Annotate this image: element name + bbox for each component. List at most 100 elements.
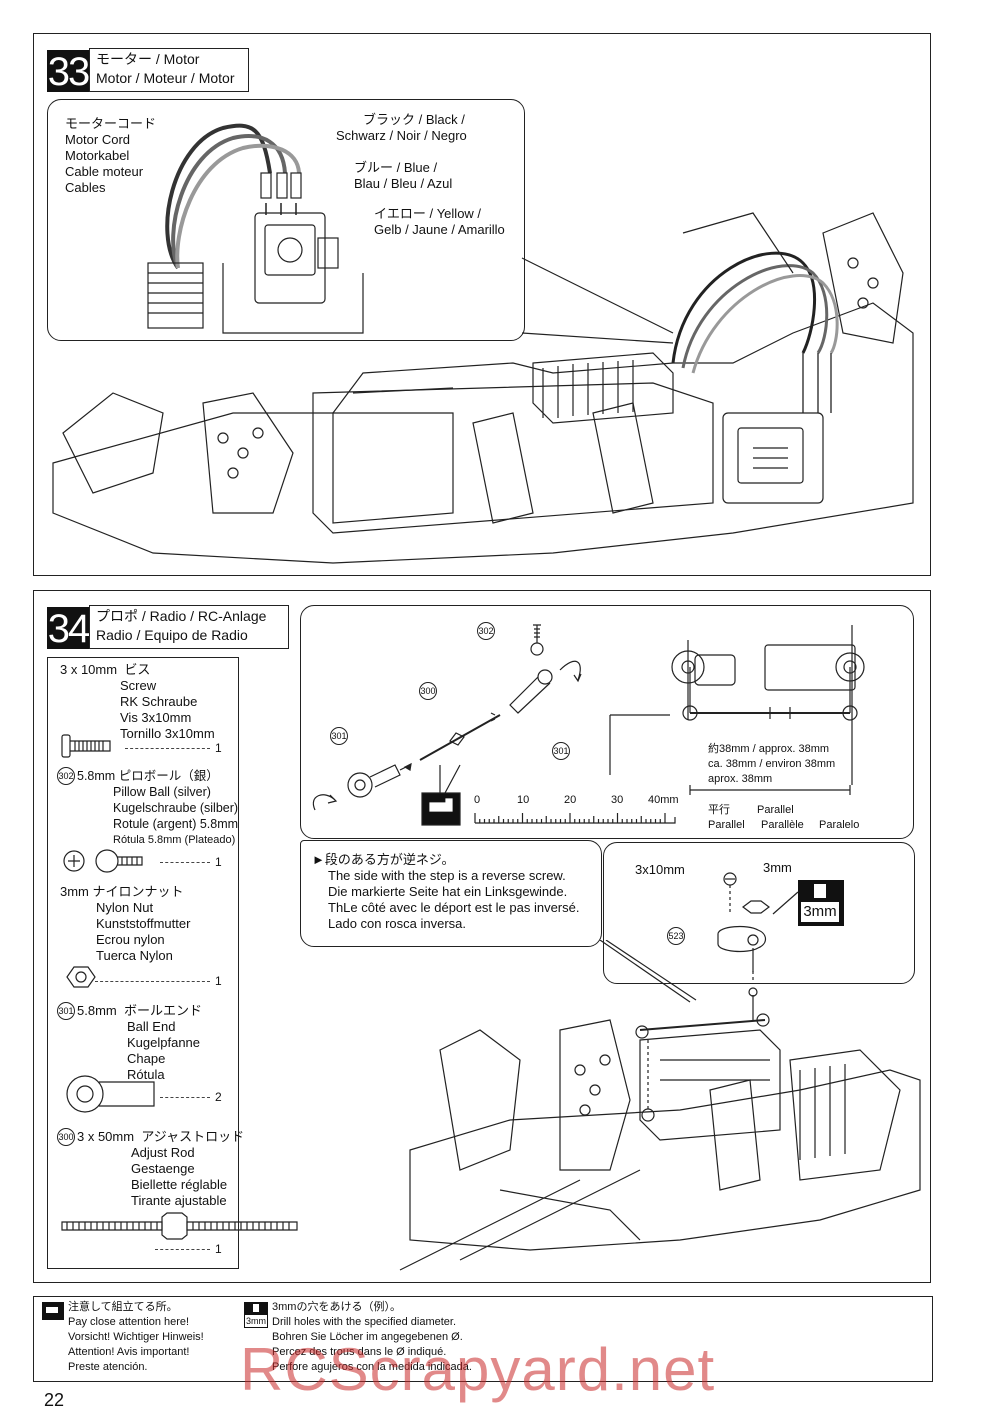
part-nut-leader: [95, 981, 210, 982]
part-nut-size: 3mm ナイロンナット: [60, 884, 184, 900]
part-ballend-name-es: Rótula: [127, 1067, 165, 1082]
part-pillow-size-text: 5.8mm: [77, 769, 116, 783]
attention-note-jp: 注意して組立てる所。: [68, 1301, 178, 1313]
part-rod-name-fr: Biellette réglable: [131, 1177, 228, 1192]
scale-label-10: 10: [517, 794, 530, 806]
step33-title-ml: Motor / Moteur / Motor: [96, 70, 235, 86]
part-screw-size: 3 x 10mm ビス: [60, 662, 150, 678]
drill-note-jp: 3mmの穴をあける（例）。: [272, 1301, 401, 1313]
part-pillow-name-en: Pillow Ball (silver): [113, 785, 211, 799]
drill-bit-icon: [814, 884, 826, 898]
step34-frame: [33, 590, 931, 1283]
scale-label-20: 20: [564, 794, 577, 806]
part-pillow-id: 302: [57, 767, 75, 785]
rod-assembly-drawing: [312, 624, 865, 826]
scale-label-0: 0: [474, 794, 481, 806]
rod-assembly-callout: [300, 605, 914, 839]
reverse-note-en: The side with the step is a reverse scre…: [328, 868, 566, 883]
parallel-jp: 平行: [708, 804, 730, 816]
drill-note-size: 3mm: [245, 1315, 267, 1327]
part-rod-id: 300: [57, 1128, 75, 1146]
part-ballend-qty: 2: [215, 1090, 222, 1104]
parallel-es: Paralelo: [819, 819, 860, 831]
drill-note-fr: Percez des trous dans le Ø indiqué.: [272, 1346, 447, 1358]
part-pillow-size: 5.8mm ピロボール（銀）: [77, 768, 219, 784]
part-ballend-size: 5.8mm ボールエンド: [77, 1003, 202, 1019]
servo-screw-label: 3x10mm: [635, 862, 685, 877]
part-nut-name-en: Nylon Nut: [96, 900, 154, 915]
drill-note-es: Perfore agujeros con la medida indicada.: [272, 1361, 472, 1373]
part-rod-leader: [155, 1249, 210, 1250]
parts-drawings: [61, 734, 298, 1240]
callout-id-300: 300: [419, 682, 437, 700]
motor-cord-jp: モーターコード: [65, 116, 157, 131]
length-label-1: 約38mm / approx. 38mm: [708, 743, 830, 755]
motor-cord-en: Motor Cord: [65, 132, 131, 147]
step33-title: モーター / Motor Motor / Moteur / Motor: [89, 48, 249, 92]
step34-title-ml: Radio / Equipo de Radio: [96, 627, 248, 643]
callout-id-301-right: 301: [552, 742, 570, 760]
step34-pointer-lines: [599, 940, 697, 1003]
drill-hole-icon: 3mm: [798, 880, 844, 926]
parallel-fr: Parallèle: [761, 819, 804, 831]
part-screw-name-fr: Vis 3x10mm: [120, 710, 192, 725]
parallel-en: Parallel: [757, 804, 794, 816]
notes-panel: [33, 1296, 933, 1382]
drill-note-bit-icon: [253, 1304, 259, 1312]
servo-nut-label: 3mm: [763, 860, 792, 875]
step33-wiring-callout: [47, 99, 525, 341]
part-ballend-id: 301: [57, 1002, 75, 1020]
drill-size-label: 3mm: [801, 902, 839, 922]
reverse-screw-callout: [300, 840, 602, 947]
part-screw-name-de: RK Schraube: [120, 694, 198, 709]
part-rod-name-de: Gestaenge: [131, 1161, 195, 1176]
part-pillow-leader: [160, 862, 210, 863]
motor-cord-fr: Cable moteur: [65, 164, 144, 179]
attention-note-de: Vorsicht! Wichtiger Hinweis!: [68, 1331, 204, 1343]
part-screw-size-text: 3 x 10mm: [60, 662, 118, 677]
step34-chassis-illustration: [399, 970, 921, 1271]
black-wire-label-1: ブラック / Black /: [363, 112, 465, 127]
blue-wire-label-2: Blau / Bleu / Azul: [354, 176, 453, 191]
part-rod-jp: アジャストロッド: [141, 1129, 245, 1144]
step33-number: 33: [47, 50, 90, 94]
part-rod-size: 3 x 50mm アジャストロッド: [77, 1129, 244, 1145]
drill-note-de: Bohren Sie Löcher im angegebenen Ø.: [272, 1331, 463, 1343]
part-nut-jp: ナイロンナット: [92, 884, 184, 899]
part-rod-name-es: Tirante ajustable: [131, 1193, 227, 1208]
yellow-wire-label-2: Gelb / Jaune / Amarillo: [374, 222, 505, 237]
servo-horn-id-523: 523: [667, 927, 685, 945]
reverse-note-jp: ►段のある方が逆ネジ。: [312, 852, 455, 867]
part-screw-name-es: Tornillo 3x10mm: [120, 726, 215, 741]
parallel-de: Parallel: [708, 819, 745, 831]
motor-cord-de: Motorkabel: [65, 148, 130, 163]
part-ballend-leader: [160, 1097, 210, 1098]
part-nut-name-fr: Ecrou nylon: [96, 932, 165, 947]
part-pillow-name-fr: Rotule (argent) 5.8mm: [113, 817, 239, 831]
drill-note-icon: 3mm: [244, 1302, 268, 1328]
black-wire-label-2: Schwarz / Noir / Negro: [336, 128, 467, 143]
part-pillow-name-es: Rótula 5.8mm (Plateado): [113, 834, 236, 846]
part-nut-size-text: 3mm: [60, 884, 89, 899]
attention-icon: [42, 1302, 64, 1320]
reverse-note-es: Lado con rosca inversa.: [328, 916, 467, 931]
page-number: 22: [44, 1390, 65, 1410]
attention-hand-icon: [46, 1307, 58, 1313]
part-pillow-name-de: Kugelschraube (silber): [113, 801, 239, 815]
attention-note-es: Preste atención.: [68, 1361, 148, 1373]
part-nut-name-es: Tuerca Nylon: [96, 948, 173, 963]
part-rod-size-text: 3 x 50mm: [77, 1129, 135, 1144]
watermark: RCScrapyard.net: [240, 1336, 716, 1403]
length-label-2: ca. 38mm / environ 38mm: [708, 758, 836, 770]
attention-note-fr: Attention! Avis important!: [68, 1346, 190, 1358]
length-label-3: aprox. 38mm: [708, 773, 773, 785]
drill-note-en: Drill holes with the specified diameter.: [272, 1316, 457, 1328]
part-screw-leader: [125, 748, 210, 749]
step33-title-jp: モーター / Motor: [96, 51, 200, 67]
part-pillow-jp: ピロボール（銀）: [118, 769, 219, 783]
part-ballend-jp: ボールエンド: [123, 1003, 202, 1018]
servo-horn-drawing: [717, 872, 799, 972]
callout-id-301-left: 301: [330, 727, 348, 745]
part-rod-name-en: Adjust Rod: [131, 1145, 195, 1160]
step33-illustration: [52, 123, 914, 564]
